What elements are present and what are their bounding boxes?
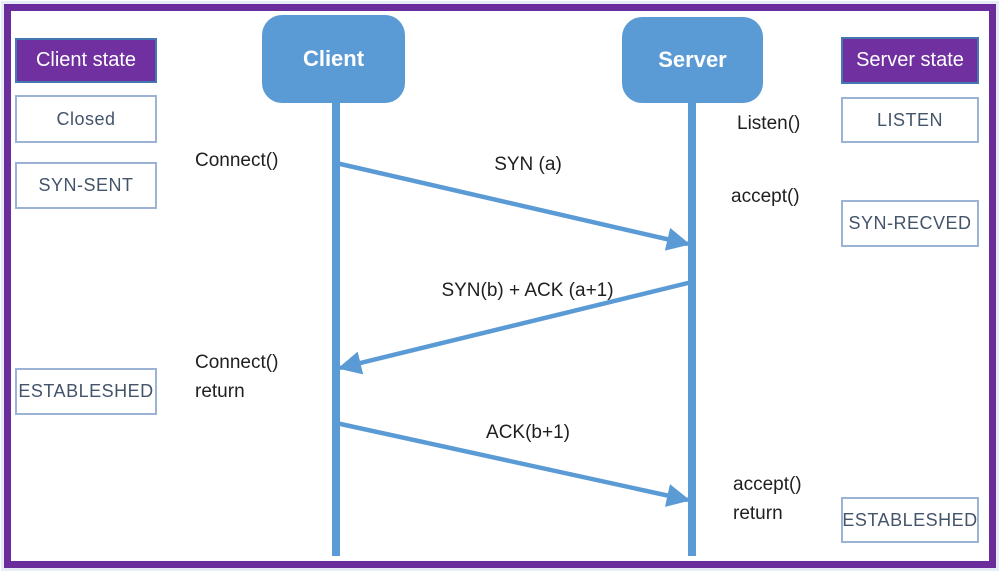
accept-return-label: accept() return bbox=[733, 474, 802, 524]
client-state-header: Client state bbox=[15, 38, 157, 83]
ack-arrow bbox=[335, 420, 691, 507]
syn-arrow bbox=[335, 160, 691, 251]
actor-server: Server bbox=[622, 17, 763, 103]
syn-ack-arrow bbox=[337, 279, 693, 375]
state-box-closed: Closed bbox=[15, 95, 157, 143]
state-box-established-client: ESTABLESHED bbox=[15, 368, 157, 415]
server-state-header: Server state bbox=[841, 37, 979, 84]
state-box-syn-sent: SYN-SENT bbox=[15, 162, 157, 209]
accept-call-label: accept() bbox=[731, 186, 800, 207]
connect-call-label: Connect() bbox=[195, 150, 279, 171]
syn-ack-message-label: SYN(b) + ACK (a+1) bbox=[441, 280, 614, 301]
state-box-syn-recved: SYN-RECVED bbox=[841, 200, 979, 247]
ack-message-label: ACK(b+1) bbox=[486, 422, 570, 443]
listen-call-label: Listen() bbox=[737, 113, 801, 134]
connect-return-label: Connect() return bbox=[195, 352, 279, 402]
actor-client: Client bbox=[262, 15, 405, 103]
state-box-listen: LISTEN bbox=[841, 97, 979, 143]
syn-message-label: SYN (a) bbox=[494, 154, 562, 175]
state-box-established-server: ESTABLESHED bbox=[841, 497, 979, 543]
